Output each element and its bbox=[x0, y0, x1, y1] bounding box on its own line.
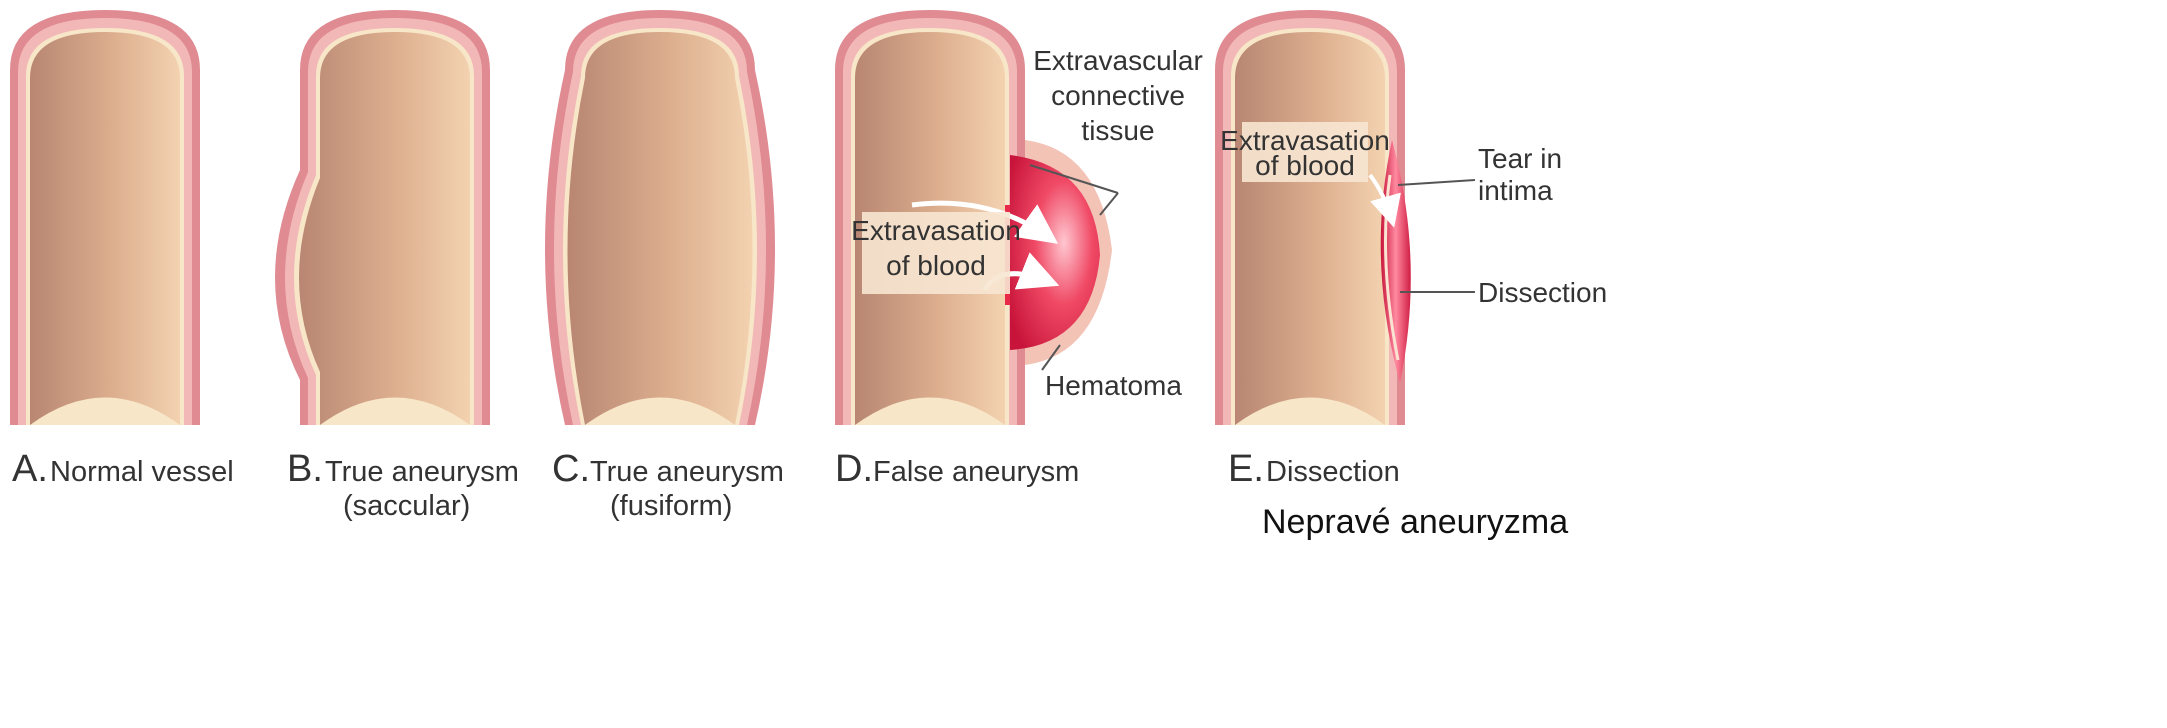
caption-c: C. True aneurysm (fusiform) bbox=[552, 448, 784, 522]
annotation-dissection: Dissection bbox=[1478, 277, 1607, 308]
annotation-connective-tissue-2: connective bbox=[1051, 80, 1185, 111]
panel-a-vessel bbox=[10, 10, 200, 425]
annotation-connective-tissue-1: Extravascular bbox=[1033, 45, 1203, 76]
caption-a: A. Normal vessel bbox=[12, 448, 234, 490]
annotation-tear-1: Tear in bbox=[1478, 143, 1562, 174]
caption-b-letter: B. bbox=[287, 448, 323, 490]
annotation-connective-tissue-3: tissue bbox=[1081, 115, 1154, 146]
caption-a-letter: A. bbox=[12, 448, 48, 490]
panel-c-vessel bbox=[545, 10, 775, 425]
caption-c-letter: C. bbox=[552, 448, 590, 490]
footnote: Nepravé aneuryzma bbox=[1262, 503, 1568, 541]
annotation-extravasation-e-2: of blood bbox=[1255, 150, 1355, 181]
caption-b-line1: True aneurysm bbox=[325, 456, 519, 488]
caption-b: B. True aneurysm (saccular) bbox=[287, 448, 519, 522]
caption-e-letter: E. bbox=[1228, 448, 1264, 490]
caption-d-line1: False aneurysm bbox=[873, 456, 1079, 488]
annotation-extravasation-d-1: Extravasation bbox=[851, 215, 1021, 246]
caption-b-line2: (saccular) bbox=[343, 490, 470, 522]
caption-c-line1: True aneurysm bbox=[590, 456, 784, 488]
caption-d-letter: D. bbox=[835, 448, 873, 490]
annotation-hematoma: Hematoma bbox=[1045, 370, 1182, 401]
caption-e: E. Dissection bbox=[1228, 448, 1400, 490]
panel-e-vessel bbox=[1215, 10, 1411, 425]
caption-e-line1: Dissection bbox=[1266, 456, 1400, 488]
caption-a-line1: Normal vessel bbox=[50, 456, 234, 488]
caption-c-line2: (fusiform) bbox=[610, 490, 732, 522]
caption-d: D. False aneurysm bbox=[835, 448, 1079, 490]
annotation-extravasation-d-2: of blood bbox=[886, 250, 986, 281]
annotation-tear-2: intima bbox=[1478, 175, 1553, 206]
panel-b-vessel bbox=[275, 10, 490, 425]
